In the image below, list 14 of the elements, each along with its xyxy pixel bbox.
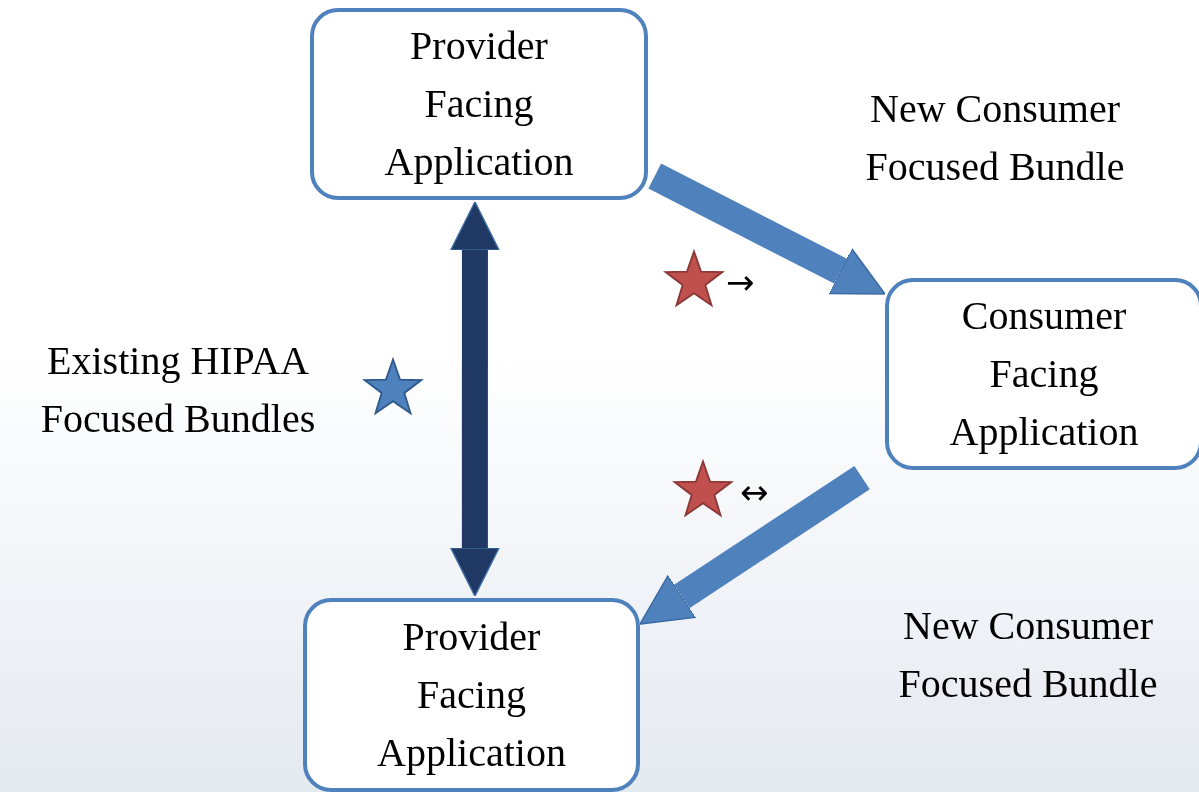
application-box <box>310 8 648 200</box>
application-box <box>303 598 640 792</box>
edge-label: New Consumer Focused Bundle <box>864 85 1126 191</box>
box-label: Provider Facing Application <box>376 613 567 777</box>
box-label: Provider Facing Application <box>383 22 575 186</box>
double-arrow <box>450 201 500 597</box>
arrow-symbol: ↔ <box>740 472 769 512</box>
arrow-symbol: → <box>726 262 755 302</box>
arrow <box>648 163 886 295</box>
edge-label: New Consumer Focused Bundle <box>897 602 1159 708</box>
edge-label: Existing HIPAA Focused Bundles <box>39 337 317 443</box>
arrow <box>639 466 870 625</box>
application-box <box>885 278 1199 470</box>
box-label: Consumer Facing Application <box>948 292 1140 456</box>
